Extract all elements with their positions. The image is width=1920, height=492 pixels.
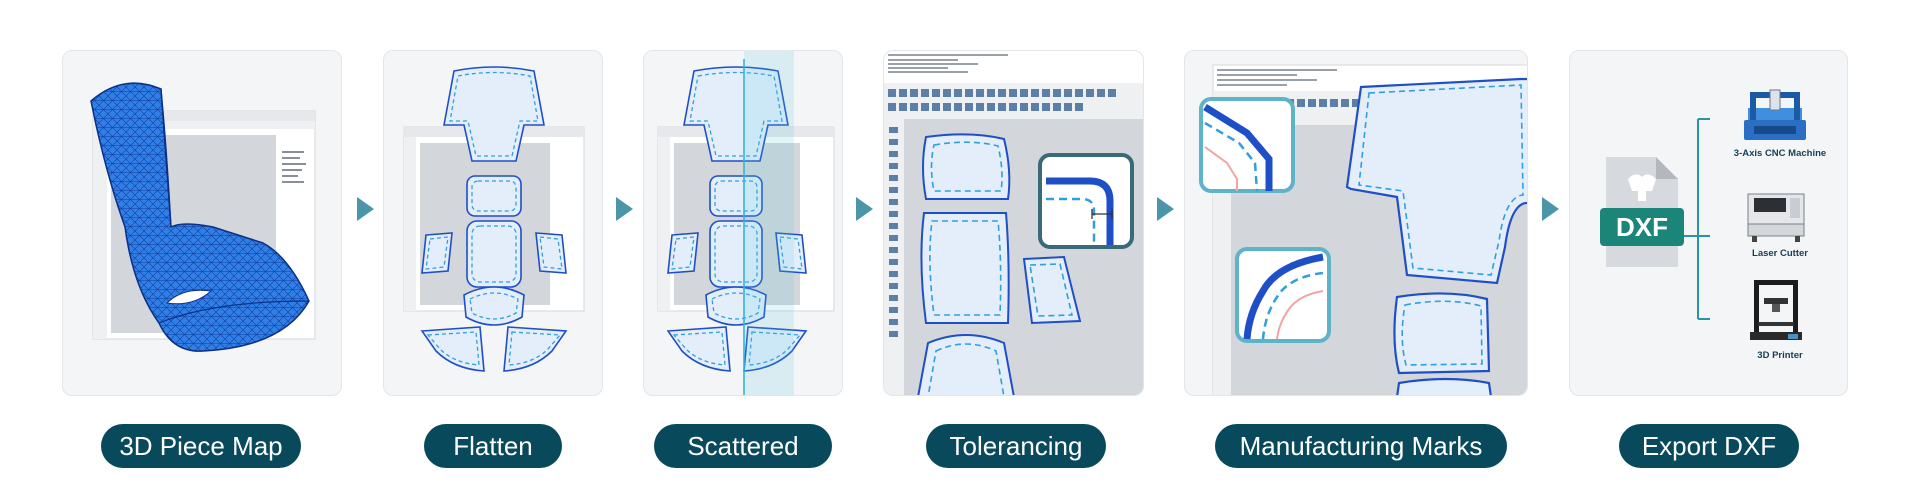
- cnc-machine-icon: [1744, 89, 1806, 140]
- 3d-piece-map-illustration: [90, 82, 316, 352]
- machine-label-laser: Laser Cutter: [1752, 248, 1808, 259]
- scattered-illustration: [657, 51, 835, 395]
- step-label-scattered: Scattered: [654, 424, 832, 468]
- panel-tolerancing: [883, 50, 1144, 396]
- 3d-printer-icon: [1750, 280, 1802, 340]
- panel-flatten: [383, 50, 603, 396]
- machine-label-cnc: 3-Axis CNC Machine: [1733, 148, 1827, 159]
- manufacturing-marks-illustration: [1199, 64, 1527, 395]
- panel-scattered: [643, 50, 843, 396]
- step-label-manufacturing-marks: Manufacturing Marks: [1215, 424, 1507, 468]
- panel-manufacturing-marks: [1184, 50, 1528, 396]
- laser-cutter-icon: [1747, 193, 1805, 242]
- step-label-3d-piece-map: 3D Piece Map: [101, 424, 301, 468]
- flatten-illustration: [403, 66, 585, 372]
- machine-label-3d-printer: 3D Printer: [1757, 350, 1803, 361]
- dxf-file-badge: DXF: [1600, 208, 1684, 246]
- flow-arrow-icon: [1157, 197, 1174, 221]
- flow-arrow-icon: [1542, 197, 1559, 221]
- flow-arrow-icon: [616, 197, 633, 221]
- flow-arrow-icon: [856, 197, 873, 221]
- flow-arrow-icon: [357, 197, 374, 221]
- step-label-tolerancing: Tolerancing: [926, 424, 1106, 468]
- tolerancing-illustration: [884, 51, 1143, 395]
- step-label-flatten: Flatten: [424, 424, 562, 468]
- panel-3d-piece-map: [62, 50, 342, 396]
- step-label-export-dxf: Export DXF: [1619, 424, 1799, 468]
